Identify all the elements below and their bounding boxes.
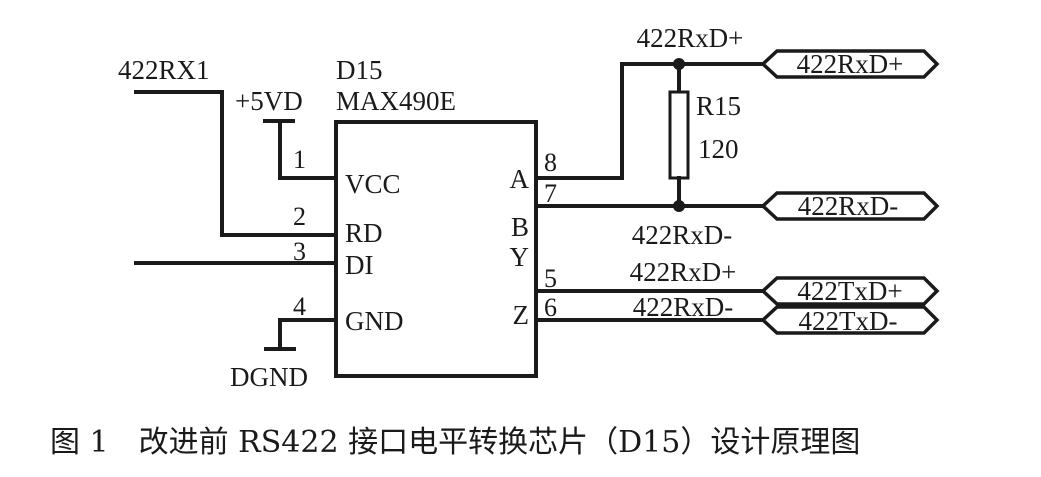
junction-dot-top xyxy=(673,58,685,70)
pin-name-b: B xyxy=(511,212,529,242)
pin-name-gnd: GND xyxy=(345,306,404,336)
pin-number-7: 7 xyxy=(544,179,557,208)
pin-number-4: 4 xyxy=(293,292,306,321)
net-label-power: +5VD xyxy=(235,86,303,116)
figure-caption: 图 1 改进前 RS422 接口电平转换芯片（D15）设计原理图 xyxy=(50,425,860,460)
port-txd-plus xyxy=(760,276,940,306)
net-label-ground: DGND xyxy=(230,362,308,392)
chip-designator: D15 xyxy=(336,55,383,85)
net-label-rx1: 422RX1 xyxy=(118,55,210,85)
resistor-value: 120 xyxy=(698,134,739,164)
pin-name-y: Y xyxy=(510,242,530,272)
wire-a xyxy=(534,62,765,180)
net-label-y: 422RxD+ xyxy=(630,257,737,287)
pin-number-8: 8 xyxy=(544,148,557,177)
net-label-a: 422RxD+ xyxy=(637,23,744,53)
port-txd-minus xyxy=(760,305,940,335)
port-label-txd-plus: 422TxD+ xyxy=(797,276,902,306)
pin-name-vcc: VCC xyxy=(345,169,401,199)
pin-name-a: A xyxy=(510,164,530,194)
pin-number-1: 1 xyxy=(293,145,306,174)
chip-part-number: MAX490E xyxy=(336,86,456,116)
port-rxd-plus xyxy=(760,49,940,79)
port-rxd-minus xyxy=(760,191,940,221)
pin-number-5: 5 xyxy=(544,264,557,293)
wire-vcc xyxy=(278,119,338,180)
pin-number-6: 6 xyxy=(544,293,557,322)
pin-name-z: Z xyxy=(513,300,530,330)
net-label-z: 422RxD- xyxy=(633,292,734,322)
ic-body xyxy=(334,120,538,378)
resistor-body xyxy=(668,90,690,180)
pin-name-di: DI xyxy=(345,250,374,280)
junction-dot-bottom xyxy=(673,200,685,212)
resistor-designator: R15 xyxy=(696,91,741,121)
pin-number-2: 2 xyxy=(293,202,306,231)
pin-number-3: 3 xyxy=(293,237,306,266)
pin-name-rd: RD xyxy=(345,218,383,248)
net-label-b: 422RxD- xyxy=(632,220,733,250)
wire-rx1-rd xyxy=(134,90,338,237)
port-label-rxd-minus: 422RxD- xyxy=(798,191,899,221)
port-label-rxd-plus: 422RxD+ xyxy=(797,49,904,79)
port-label-txd-minus: 422TxD- xyxy=(799,306,898,336)
wire-gnd xyxy=(278,318,338,351)
